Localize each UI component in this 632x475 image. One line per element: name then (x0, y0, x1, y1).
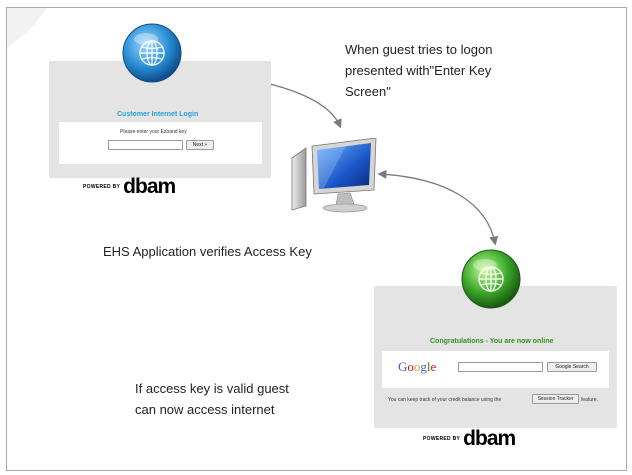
session-tracker-button[interactable]: Session Tracker (532, 394, 579, 404)
search-logo: Google (398, 359, 437, 374)
login-panel-title: Customer Internet Login (117, 111, 199, 118)
brand-name: dbam (123, 175, 176, 198)
brand-name: dbam (463, 427, 516, 450)
login-prompt: Please enter your Ezband key (120, 129, 187, 135)
credit-text-before: You can keep track of your credit balanc… (388, 397, 502, 403)
diagram-frame: Customer Internet Login Please enter you… (6, 7, 627, 471)
access-key-input[interactable] (108, 140, 183, 150)
success-panel-title: Congratulations - You are now online (430, 338, 554, 345)
powered-by-label: POWERED BY (83, 183, 121, 190)
blue-globe-icon (122, 23, 182, 83)
credit-text-after: feature. (581, 397, 598, 403)
arrow-computer-to-success (377, 169, 499, 246)
computer-icon (291, 138, 377, 213)
next-button[interactable]: Next » (186, 140, 214, 150)
logon-caption-line1: When guest tries to logon (345, 42, 493, 57)
powered-by-logo-bottom: POWERED BY dbam (423, 427, 516, 450)
valid-caption-line2: can now access internet (135, 402, 275, 417)
search-input[interactable] (458, 362, 543, 372)
green-globe-icon (461, 249, 521, 309)
powered-by-logo-top: POWERED BY dbam (83, 175, 176, 198)
powered-by-label: POWERED BY (423, 435, 461, 442)
valid-caption-line1: If access key is valid guest (135, 381, 289, 396)
logon-caption-line3: Screen" (345, 84, 391, 99)
logon-caption-line2: presented with"Enter Key (345, 63, 492, 78)
verify-caption: EHS Application verifies Access Key (103, 244, 312, 259)
search-button[interactable]: Google Search (547, 362, 597, 372)
